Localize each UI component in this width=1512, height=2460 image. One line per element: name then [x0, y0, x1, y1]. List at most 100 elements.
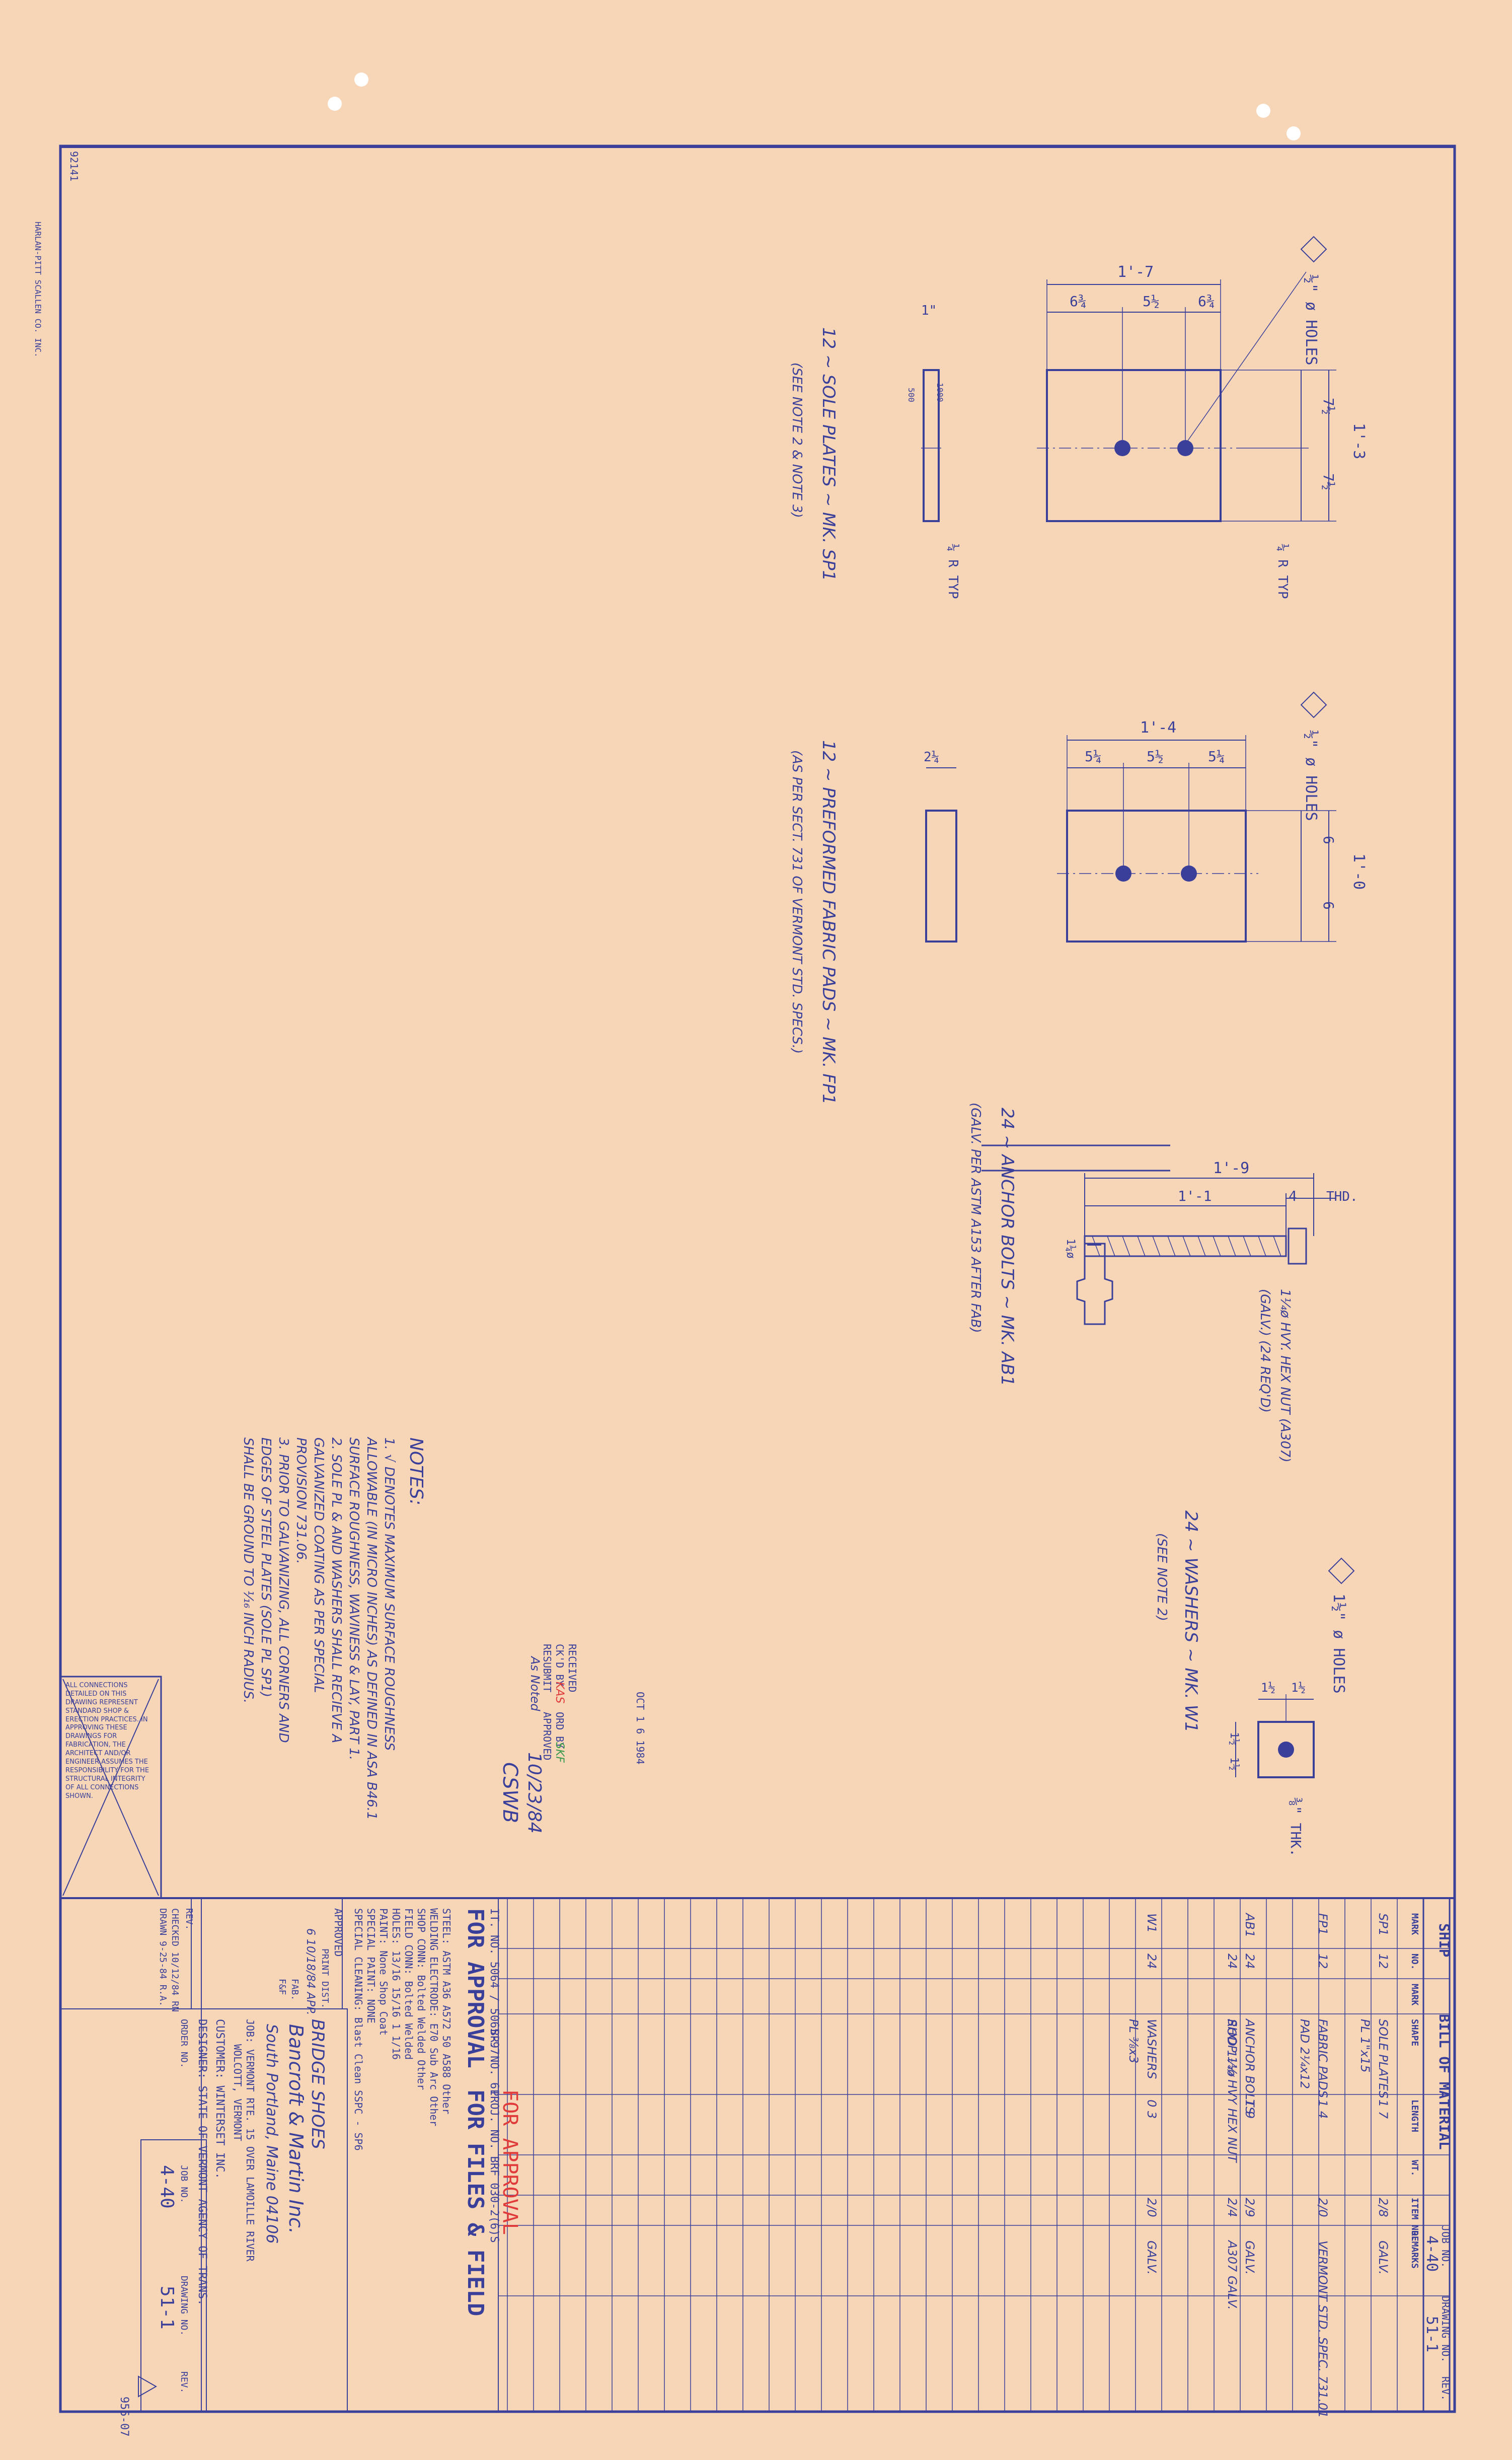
bom-cell: 1 4: [1316, 2100, 1330, 2119]
bolt-thread-mark: [1228, 1236, 1236, 1257]
bolt-nut-line-2: (GALV.) (24 REQ'D): [1257, 1289, 1272, 1413]
job-no-label-2: JOB NO.: [179, 2165, 189, 2203]
fabric-dim-height: 1'-0: [1350, 853, 1368, 890]
bom-header: REMARKS: [1409, 2230, 1420, 2269]
bom-cell: GALV.: [1376, 2240, 1390, 2275]
sole-dim-b: 5½: [1143, 293, 1160, 310]
fabric-thk: 2¼: [924, 750, 939, 765]
red-for-approval-stamp: FOR APPROVAL: [498, 2089, 521, 2235]
bom-header: LENGTH: [1409, 2100, 1420, 2132]
spec-line: PAINT: None Shop Coat: [377, 1908, 390, 2036]
title-block-box: [140, 2139, 207, 2412]
bom-cell: 12: [1376, 1953, 1390, 1969]
bom-cell: FP1: [1316, 1913, 1330, 1935]
washer-thk: ⅜" THK.: [1288, 1797, 1304, 1857]
washers-subtitle: (SEE NOTE 2): [1154, 1533, 1169, 1621]
stamp-code: CSWB: [498, 1762, 521, 1823]
stamp-ckd-initials: KAS: [553, 1682, 566, 1703]
stamp-resubmit: RESUBMIT: [541, 1644, 553, 1692]
bolt-thd-label: THD.: [1326, 1189, 1358, 1204]
sole-dim-height: 1'-3: [1350, 423, 1368, 459]
surface-1000: 1000: [935, 383, 945, 402]
bom-job-no: 4-40: [1423, 2235, 1441, 2272]
fabric-dim-h2: 6: [1320, 901, 1337, 910]
washer-dim-d: 1½: [1228, 1757, 1240, 1771]
bom-cell: 2/0: [1316, 2198, 1330, 2217]
print-row: 6 10/18/84 APP.: [304, 1928, 317, 2015]
note-line: ALLOWABLE (IN MICRO INCHES) AS DEFINED I…: [364, 1436, 379, 1820]
bom-drawing-no: 51-1: [1423, 2316, 1441, 2352]
bom-cell: FABRIC PADS: [1316, 2019, 1330, 2098]
stamp-date-hand: 10/23/84: [524, 1752, 545, 1834]
fab-label: FAB.: [289, 1979, 300, 2000]
bolt-dim-thd: 4: [1289, 1188, 1297, 1204]
company-name: Bancroft & Martin Inc.: [285, 2024, 307, 2234]
br-no: BR. NO. 61: [488, 2029, 500, 2095]
spec-line: STEEL: ASTM A36 A572 50 A588 Other: [440, 1908, 452, 2114]
fabric-dim-c: 5¼: [1208, 748, 1225, 765]
sole-holes-label: ½" ø HOLES: [1302, 274, 1320, 366]
proj-no: PROJ. NO. BRF 030-2(6)S: [488, 2089, 500, 2243]
approved-label: APPROVED: [332, 1908, 344, 1957]
bom-header: MARK: [1409, 1913, 1420, 1935]
side-print: HARLAN-PITT SCALLEN CO. INC.: [33, 222, 43, 357]
bom-cell: 1 9: [1243, 2100, 1257, 2119]
fabric-dim-a: 5¼: [1085, 748, 1102, 765]
job-no-value: 4-40: [157, 2165, 177, 2209]
surface-500: 500: [906, 388, 916, 402]
bom-cell: 1 7: [1376, 2100, 1390, 2119]
bom-cell: PL ⅜x3: [1126, 2019, 1141, 2063]
bolt-thread-mark: [1137, 1236, 1146, 1257]
spec-line: FIELD CONN: Bolted Welded: [403, 1908, 415, 2060]
fabric-pad-edge-view: [925, 810, 957, 943]
bom-cell: 24: [1225, 1953, 1239, 1969]
bom-cell: PAD 2¼x12: [1298, 2019, 1312, 2089]
bom-cell: WASHERS: [1145, 2019, 1159, 2079]
note-line: SHALL BE GROUND TO ¹⁄₁₆ INCH RADIUS.: [241, 1437, 256, 1703]
stamp-comment: As Noted: [528, 1655, 542, 1711]
rev-triangle: [138, 2375, 158, 2398]
corner-code: 92141: [68, 151, 80, 181]
punch-hole: [1287, 126, 1301, 140]
bom-cell: A307 GALV.: [1225, 2239, 1239, 2310]
sole-plates-title: 12 ~ SOLE PLATES ~ MK. SP1: [818, 327, 839, 581]
bom-cell: 24: [1243, 1953, 1257, 1969]
drawn-line: DRAWN 9-25-84 R.A.: [158, 1908, 168, 2006]
bom-cell: AB1: [1243, 1912, 1257, 1937]
bolt-thread-mark: [1213, 1236, 1221, 1257]
foot-code: 955-07: [118, 2397, 130, 2436]
job-line: JOB: VERMONT RTE. 15 OVER LAMOILLE RIVER: [244, 2019, 256, 2262]
bom-cell: PL 1"x15: [1358, 2019, 1372, 2073]
order-no-label: ORDER NO.: [179, 2019, 189, 2068]
sole-thk: 1": [921, 303, 937, 318]
washer-dim-b: 1½: [1291, 1681, 1306, 1695]
bolt-dim-overall: 1'-9: [1213, 1160, 1249, 1177]
checked-line: CHECKED 10/12/84 RN: [170, 1908, 180, 2012]
rev-label-2: REV.: [179, 2371, 189, 2393]
designer: DESIGNER: STATE OF VERMONT AGENCY OF TRA…: [196, 2019, 208, 2306]
fabric-dim-overall: 1'-4: [1140, 719, 1176, 737]
bom-grid: [60, 1898, 1451, 2412]
bolt-thread-mark: [1107, 1236, 1115, 1257]
washer-holes-label: 1½" ø HOLES: [1330, 1594, 1347, 1694]
bom-cell: ANCHOR BOLTS: [1243, 2018, 1257, 2114]
received-stamp: OCT 1 6 1984 RECEIVED CK'D BY KAS ORD BY…: [498, 1644, 646, 1834]
notes-block: NOTES: 1. √ DENOTES MAXIMUM SURFACE ROUG…: [241, 1436, 426, 1820]
note-line: 1. √ DENOTES MAXIMUM SURFACE ROUGHNESS: [382, 1437, 397, 1751]
bom-cell: 2/4: [1225, 2198, 1239, 2217]
sole-plates-subtitle: (SEE NOTE 2 & NOTE 3): [789, 363, 804, 518]
bom-cell: 24: [1145, 1953, 1159, 1969]
bom-cell: W1: [1145, 1913, 1159, 1933]
fabric-dim-h1: 6: [1320, 836, 1337, 844]
drawing-no-label-2: DRAWING NO.: [179, 2276, 189, 2336]
bom-cell: SP1: [1376, 1913, 1390, 1936]
washers-detail: 1½ 1½ 1½ 1½ 1½" ø HOLES ⅜" THK. 24 ~ WAS…: [1154, 1510, 1355, 1857]
disclaimer-box: ALL CONNECTIONS DETAILED ON THIS DRAWING…: [59, 1676, 162, 1899]
drawing-no-value: 51-1: [157, 2286, 177, 2330]
bolt-dim-inner: 1'-1: [1178, 1188, 1212, 1204]
spec-line: WELDING ELECTRODE: E70 Sub Arc Other: [428, 1908, 440, 2126]
fabric-pad-hole: [1181, 865, 1197, 882]
sole-plate-outline: [1046, 369, 1222, 522]
